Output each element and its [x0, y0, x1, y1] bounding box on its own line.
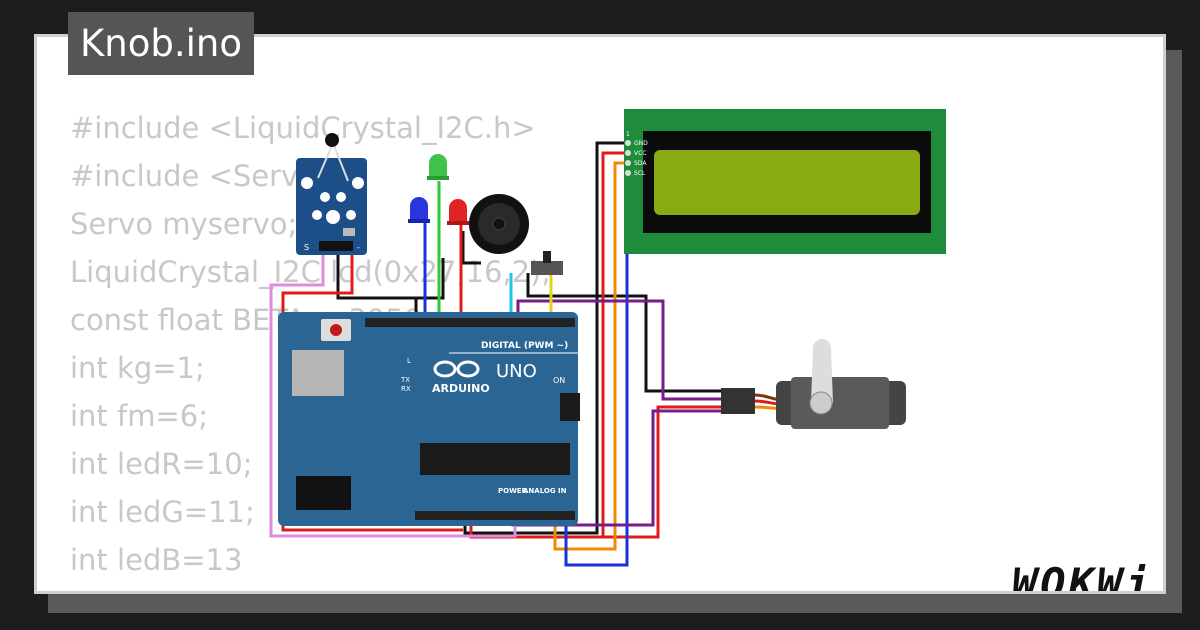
wire-orange [553, 161, 626, 551]
atmega-chip [420, 443, 570, 475]
ntc-lead [317, 142, 334, 179]
led-green[interactable] [427, 154, 449, 180]
servo-horn[interactable] [811, 339, 833, 403]
ntc-lead [332, 142, 349, 182]
wire-black [463, 141, 626, 535]
led-l-label: L [407, 357, 411, 365]
led-tx-label: TX [400, 376, 410, 384]
on-label: ON [553, 376, 565, 385]
lcd-pin [625, 170, 631, 176]
wire-black [336, 253, 418, 321]
code-line: LiquidCrystal_I2C lcd(0x27,16,2); [70, 255, 552, 289]
lcd-pin-label: SCL [634, 170, 646, 177]
solder-pad [320, 192, 330, 202]
solder-pad [346, 210, 356, 220]
ntc-sensor[interactable]: S - [296, 133, 367, 255]
code-line: int ledG=11; [70, 495, 255, 529]
code-line: int ledR=10; [70, 447, 253, 481]
code-line: int kg=1; [70, 351, 205, 385]
wire-black [461, 231, 481, 265]
servo-case [791, 377, 889, 429]
solder-pad [326, 210, 340, 224]
power-label: POWER [498, 487, 528, 495]
preview-card[interactable]: #include <LiquidCrystal_I2C.h> #include … [34, 34, 1166, 594]
wokwi-logo: WOKWi [1012, 559, 1154, 594]
solder-pad [336, 192, 346, 202]
buzzer[interactable] [469, 194, 529, 254]
slide-switch[interactable] [531, 251, 563, 275]
servo-shaft [809, 391, 833, 415]
reset-button-cap[interactable] [330, 324, 342, 336]
wire-pink [269, 253, 517, 538]
thermistor-icon [325, 133, 339, 147]
arduino-label: ARDUINO [432, 382, 490, 395]
wire-purple [516, 299, 725, 401]
code-line: #include <LiquidCrystal_I2C.h> [70, 111, 536, 145]
digital-header[interactable] [365, 318, 575, 327]
lcd-pin-label: SDA [634, 160, 647, 167]
lcd-pin-label: VCC [634, 150, 646, 157]
lcd-pin-label: GND [634, 140, 648, 147]
wire-black [526, 273, 725, 393]
digital-label: DIGITAL (PWM ~) [481, 341, 568, 351]
smd-resistor [343, 228, 355, 236]
code-line: int ledB=13 [70, 543, 243, 577]
circuit-diagram: 1 GND VCC SDA SCL S - [269, 109, 946, 567]
lcd-screen [654, 150, 920, 215]
ntc-header [319, 241, 353, 251]
uno-label: UNO [496, 361, 537, 382]
code-line: Servo myservo; [70, 207, 298, 241]
project-title: Knob.ino [68, 12, 254, 75]
arduino-logo-icon [433, 360, 480, 378]
power-analog-header[interactable] [415, 511, 575, 520]
lcd-pin-marker: 1 [626, 131, 630, 138]
led-rx-label: RX [401, 385, 411, 393]
analog-label: ANALOG IN [523, 487, 567, 495]
code-preview: #include <LiquidCrystal_I2C.h> #include … [70, 104, 552, 591]
solder-pad [312, 210, 322, 220]
code-line: int fm=6; [70, 399, 209, 433]
servo-motor[interactable] [721, 339, 906, 429]
wire-red [603, 405, 725, 539]
ntc-pin-label: S [304, 243, 309, 252]
wire-red [281, 253, 463, 532]
led-blue[interactable] [408, 197, 430, 223]
lcd-module[interactable]: 1 GND VCC SDA SCL [624, 109, 946, 254]
ntc-pcb [296, 158, 367, 255]
led-red[interactable] [447, 199, 469, 225]
mount-hole [301, 177, 313, 189]
lcd-pin [625, 140, 631, 146]
arduino-uno[interactable]: DIGITAL (PWM ~) UNO ARDUINO ON L TX RX P… [278, 312, 580, 526]
lcd-pin [625, 150, 631, 156]
lcd-pin [625, 160, 631, 166]
wires [269, 141, 725, 567]
servo-connector [721, 388, 755, 414]
power-jack[interactable] [296, 476, 351, 510]
mount-hole [352, 177, 364, 189]
ntc-pin-label: - [357, 243, 360, 252]
icsp-header [560, 393, 580, 421]
usb-port[interactable] [292, 350, 344, 396]
